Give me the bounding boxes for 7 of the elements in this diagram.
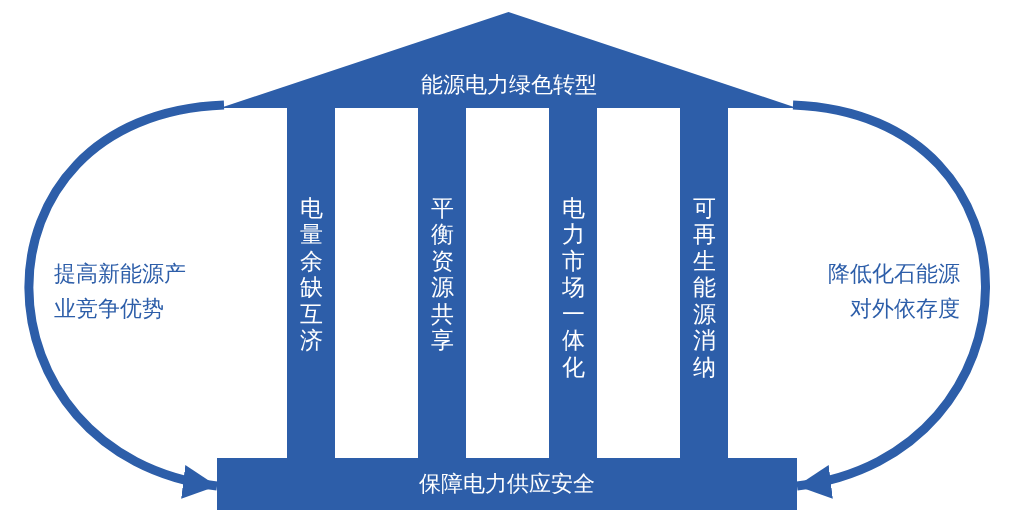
pillar-label: 可再生能源消纳: [692, 195, 716, 381]
roof-title: 能源电力绿色转型: [420, 71, 597, 99]
foundation-label: 保障电力供应安全: [419, 470, 595, 498]
pillar-label: 电量余缺互济: [299, 195, 323, 354]
foundation-bar: [217, 458, 797, 510]
pillar-label: 平衡资源共享: [430, 195, 454, 354]
pillar-label: 电力市场一体化: [561, 195, 585, 381]
